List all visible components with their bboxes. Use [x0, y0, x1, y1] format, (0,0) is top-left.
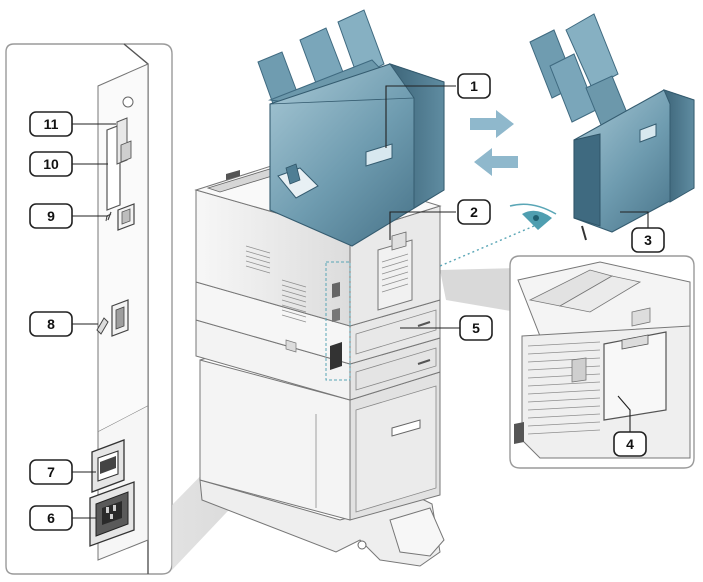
callout-3-label: 3	[644, 232, 652, 248]
printer-main	[194, 9, 445, 567]
callout-5: 5	[459, 315, 493, 341]
callout-10: 10	[29, 151, 73, 177]
callout-10-label: 10	[43, 156, 59, 172]
finisher-attached	[257, 9, 445, 247]
arrow-right-icon	[470, 110, 514, 138]
callout-8: 8	[29, 311, 73, 337]
callout-7-label: 7	[47, 464, 55, 480]
power-socket-icon	[89, 481, 135, 547]
callout-6-label: 6	[47, 510, 55, 526]
right-detail-panel	[509, 255, 695, 469]
power-switch-icon	[91, 439, 125, 493]
callout-2: 2	[457, 199, 491, 225]
usb-port-icon	[105, 203, 135, 231]
callout-1: 1	[457, 73, 491, 99]
callout-6: 6	[29, 505, 73, 531]
sight-line	[439, 225, 535, 267]
callout-5-label: 5	[472, 320, 480, 336]
eye-icon	[509, 203, 557, 230]
callout-2-label: 2	[470, 204, 478, 220]
rear-cover	[377, 239, 413, 311]
connection-area	[325, 261, 351, 381]
callout-11-label: 11	[44, 116, 59, 132]
callout-9-label: 9	[47, 208, 55, 224]
callout-4-label: 4	[626, 436, 634, 452]
callout-3: 3	[631, 227, 665, 253]
finisher-detached	[529, 13, 695, 241]
network-port-icon	[96, 299, 129, 337]
arrow-left-icon	[474, 148, 518, 176]
callout-1-label: 1	[470, 78, 478, 94]
callout-7: 7	[29, 459, 73, 485]
callout-9: 9	[29, 203, 73, 229]
callout-11: 11	[29, 111, 73, 137]
callout-8-label: 8	[47, 316, 55, 332]
callout-4: 4	[613, 431, 647, 457]
leader-lines	[72, 85, 649, 519]
